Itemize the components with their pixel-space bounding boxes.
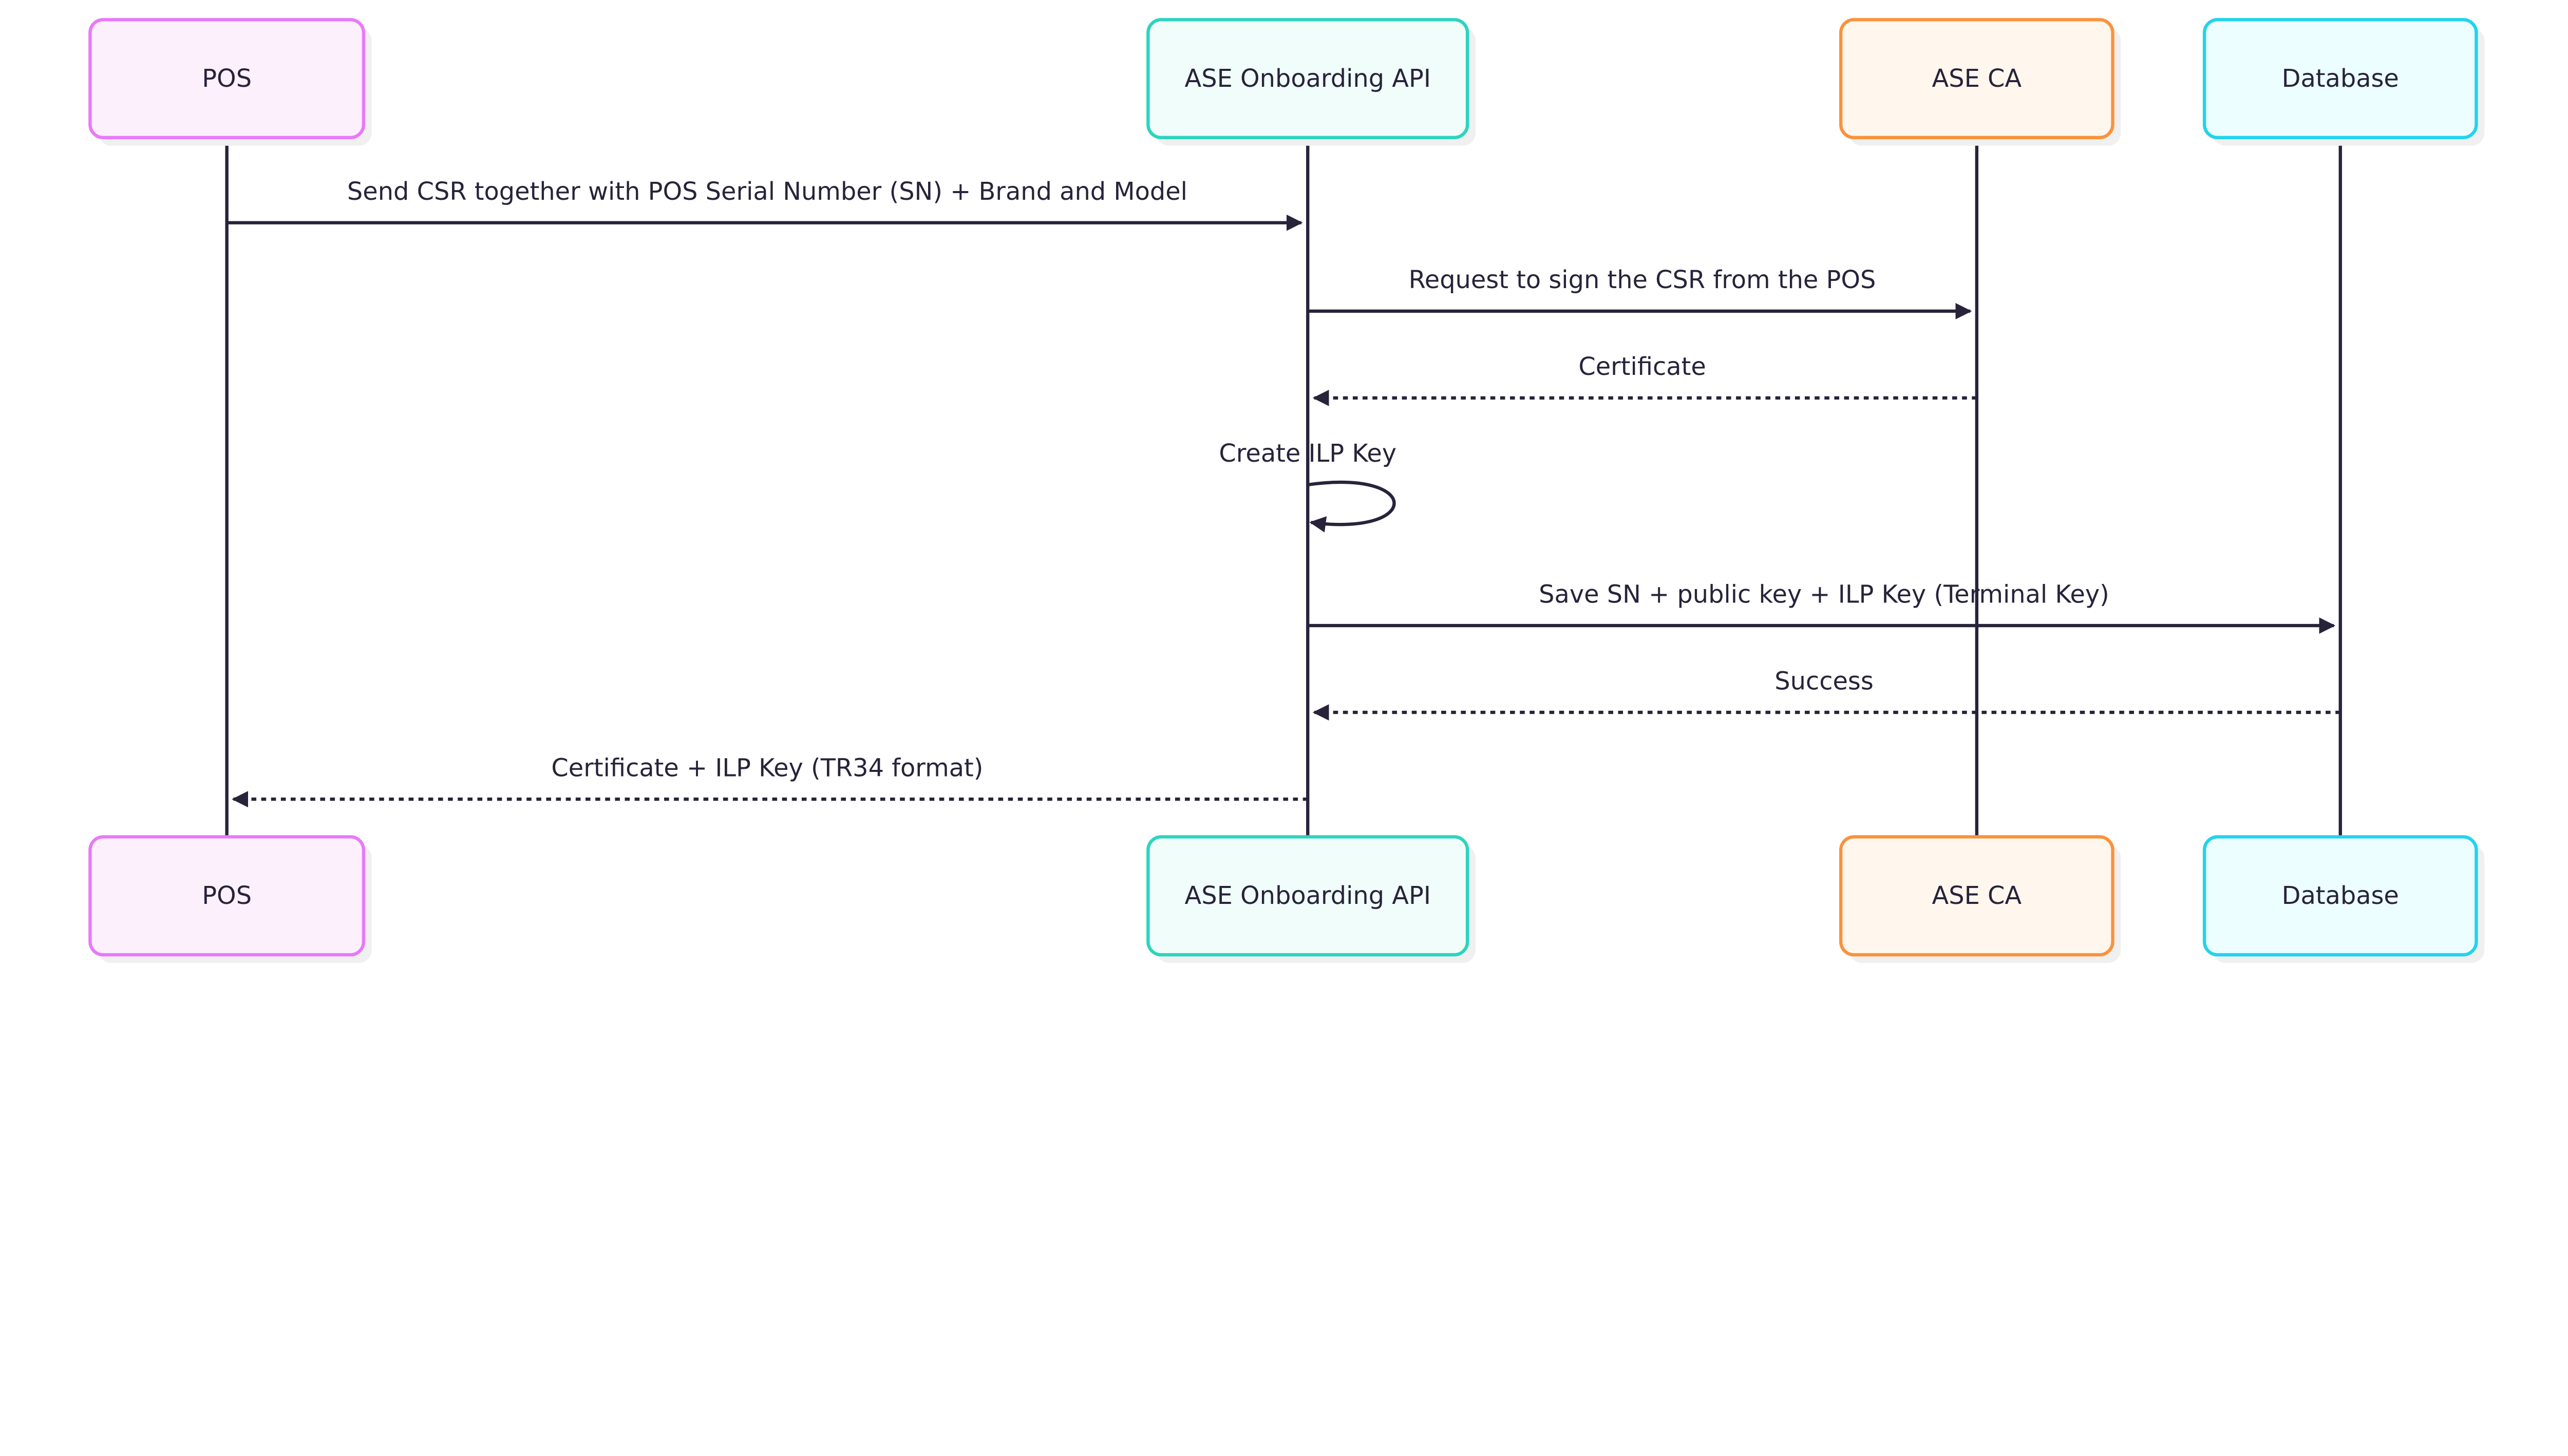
participant-label: POS [202,882,252,910]
participant-label: ASE Onboarding API [1185,65,1431,93]
message-label: Certificate + ILP Key (TR34 format) [551,754,983,782]
message-2: Request to sign the CSR from the POS [1308,266,1972,319]
participant-db-bottom[interactable]: Database [2202,835,2485,963]
participant-box [1146,835,1469,957]
participants: POS POS ASE Onboarding API ASE Onboarding A… [88,18,2485,963]
participant-box [88,835,366,957]
participant-label: ASE CA [1932,882,2022,910]
lifelines [225,137,2342,837]
message-1: Send CSR together with POS Serial Number… [226,178,1303,231]
participant-label: Database [2282,65,2399,93]
participant-box [1839,835,2114,957]
participant-box [1839,18,2114,140]
message-label: Certificate [1578,353,1706,381]
participant-box [88,18,366,140]
participant-label: ASE Onboarding API [1185,882,1431,910]
message-label: Save SN + public key + ILP Key (Terminal… [1539,580,2109,609]
messages: Send CSR together with POS Serial Number… [226,178,2340,808]
participant-api-top[interactable]: ASE Onboarding API [1146,18,1476,146]
message-label: Create ILP Key [1219,440,1396,468]
message-3: Certificate [1312,353,1977,406]
message-label: Success [1774,667,1874,695]
participant-api-bottom[interactable]: ASE Onboarding API [1146,835,1476,963]
message-7: Certificate + ILP Key (TR34 format) [232,754,1308,808]
message-6: Success [1312,667,2340,721]
participant-ca-top[interactable]: ASE CA [1839,18,2121,146]
participant-box [1146,18,1469,140]
participant-label: POS [202,65,252,93]
participant-box [2202,18,2478,140]
participant-label: Database [2282,882,2399,910]
sequence-diagram: POS POS ASE Onboarding API ASE Onboarding A… [88,18,2485,963]
participant-pos-top[interactable]: POS [88,18,372,146]
participant-box [2202,835,2478,957]
participant-pos-bottom[interactable]: POS [88,835,372,963]
message-4: Create ILP Key [1219,440,1396,533]
message-label: Request to sign the CSR from the POS [1409,266,1876,294]
self-loop-arrow [1307,480,1396,533]
participant-db-top[interactable]: Database [2202,18,2485,146]
message-label: Send CSR together with POS Serial Number… [347,178,1187,206]
participant-label: ASE CA [1932,65,2022,93]
message-5: Save SN + public key + ILP Key (Terminal… [1308,580,2336,634]
participant-ca-bottom[interactable]: ASE CA [1839,835,2121,963]
